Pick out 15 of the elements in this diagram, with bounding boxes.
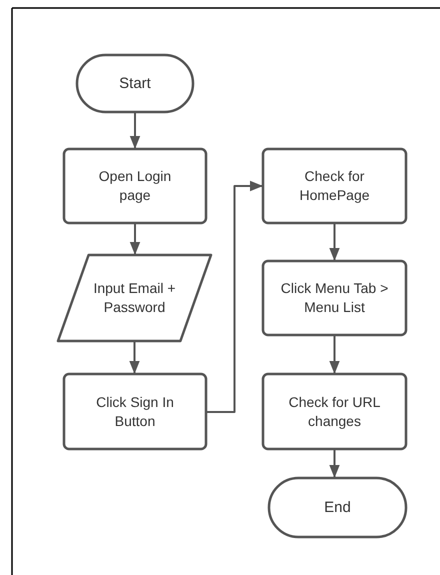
arrow bbox=[329, 449, 340, 478]
arrow bbox=[206, 180, 263, 413]
step-label: Click Menu Tab > Menu List bbox=[280, 279, 390, 317]
arrow bbox=[329, 335, 340, 374]
arrow bbox=[130, 223, 140, 255]
step-label: Check for URL changes bbox=[288, 392, 382, 430]
step-label: Check for HomePage bbox=[298, 167, 371, 205]
step-label: Open Login page bbox=[98, 167, 172, 205]
step-label: Input Email + Password bbox=[92, 279, 177, 317]
arrow bbox=[129, 341, 140, 374]
arrow bbox=[329, 223, 340, 261]
arrow bbox=[130, 112, 140, 149]
step-label: Click Sign In Button bbox=[95, 392, 175, 430]
step-label: Start bbox=[119, 74, 151, 93]
step-label: End bbox=[324, 498, 351, 517]
